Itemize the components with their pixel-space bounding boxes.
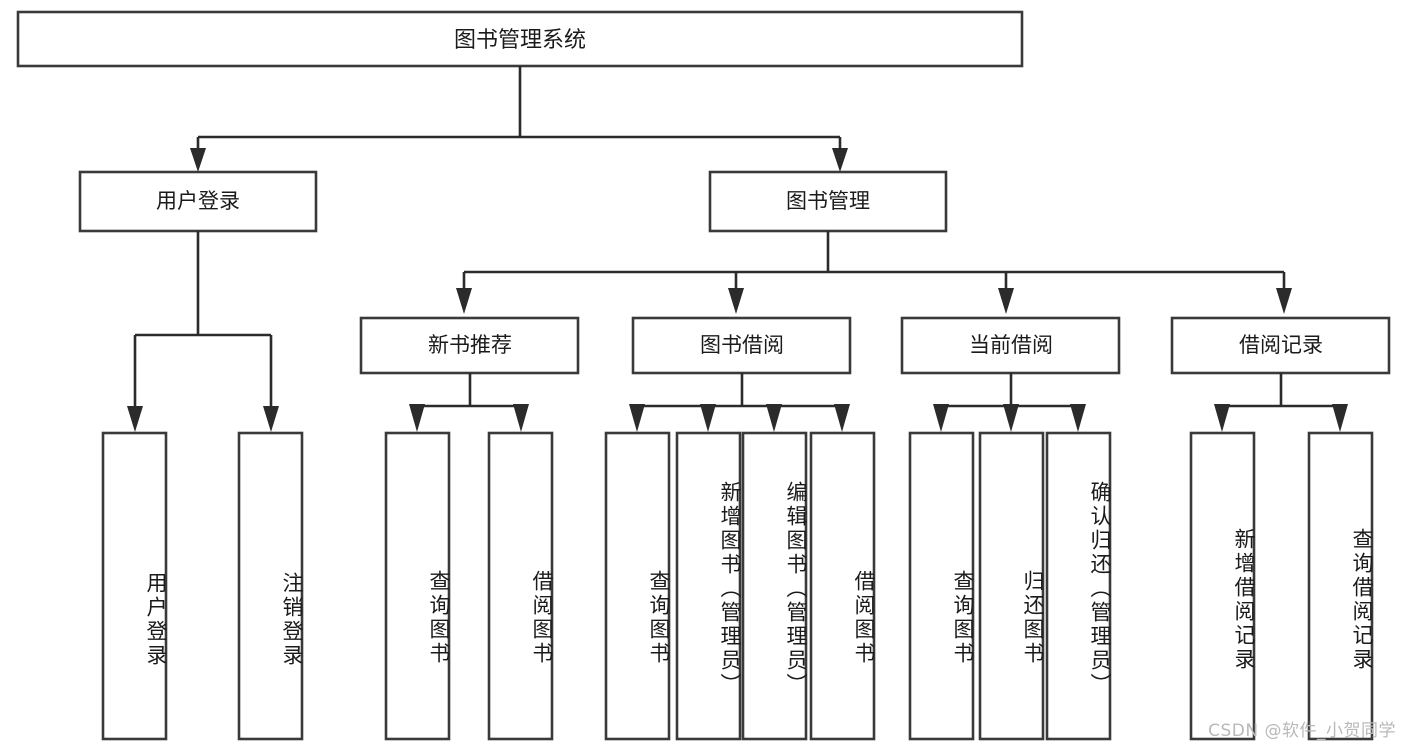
arrow-recommend-leaf-1 <box>409 404 425 432</box>
leaf-box-current-confirm-return[interactable] <box>1045 431 1112 741</box>
node-new-book-recommend[interactable] <box>359 316 580 375</box>
leaf-box-current-return-book[interactable] <box>978 431 1045 741</box>
arrow-login-leaf-2 <box>263 406 279 432</box>
arrow-borrow-leaf-3 <box>766 404 782 432</box>
arrow-current-leaf-3 <box>1070 404 1086 432</box>
arrow-current-leaf-2 <box>1003 404 1019 432</box>
arrow-bookmgmt-cat-4 <box>1276 288 1292 314</box>
leaf-box-borrow-edit-book[interactable] <box>741 431 808 741</box>
arrow-borrow-leaf-2 <box>700 404 716 432</box>
leaf-box-recommend-query-book[interactable] <box>384 431 451 741</box>
leaf-box-recommend-borrow-book[interactable] <box>487 431 554 741</box>
leaf-box-current-query-book[interactable] <box>908 431 975 741</box>
leaf-box-borrow-query-book[interactable] <box>604 431 671 741</box>
arrow-recommend-leaf-2 <box>513 404 529 432</box>
node-root-system[interactable] <box>16 10 1024 68</box>
arrow-borrow-leaf-1 <box>629 404 645 432</box>
node-user-login-label: 用户登录 <box>156 189 240 213</box>
node-current-borrow[interactable] <box>900 316 1121 375</box>
leaf-box-user-login[interactable] <box>101 431 168 741</box>
arrow-current-leaf-1 <box>933 404 949 432</box>
node-book-management[interactable] <box>708 170 948 233</box>
arrow-bookmgmt-cat-3 <box>998 288 1014 314</box>
node-root-system-label: 图书管理系统 <box>454 28 586 53</box>
node-borrow-record[interactable] <box>1170 316 1391 375</box>
arrow-bookmgmt-cat-1 <box>456 288 472 314</box>
arrow-root-to-bookmgmt <box>832 148 848 172</box>
leaf-box-record-add[interactable] <box>1189 431 1256 741</box>
arrow-record-leaf-2 <box>1332 404 1348 432</box>
arrow-root-to-login <box>190 148 206 172</box>
arrow-borrow-leaf-4 <box>834 404 850 432</box>
node-book-management-label: 图书管理 <box>786 189 870 213</box>
leaf-box-borrow-add-book[interactable] <box>675 431 742 741</box>
watermark-credit: CSDN @软件_小贺同学 <box>1208 721 1396 741</box>
leaf-box-record-query[interactable] <box>1307 431 1374 741</box>
node-new-book-recommend-label: 新书推荐 <box>428 333 512 357</box>
arrow-login-leaf-1 <box>127 406 143 432</box>
leaf-box-borrow-borrow-book[interactable] <box>809 431 876 741</box>
node-book-borrow[interactable] <box>631 316 852 375</box>
node-borrow-record-label: 借阅记录 <box>1239 333 1323 357</box>
leaf-box-logout[interactable] <box>237 431 304 741</box>
node-current-borrow-label: 当前借阅 <box>969 333 1053 357</box>
arrow-record-leaf-1 <box>1214 404 1230 432</box>
arrow-bookmgmt-cat-2 <box>728 288 744 314</box>
node-book-borrow-label: 图书借阅 <box>700 333 784 357</box>
